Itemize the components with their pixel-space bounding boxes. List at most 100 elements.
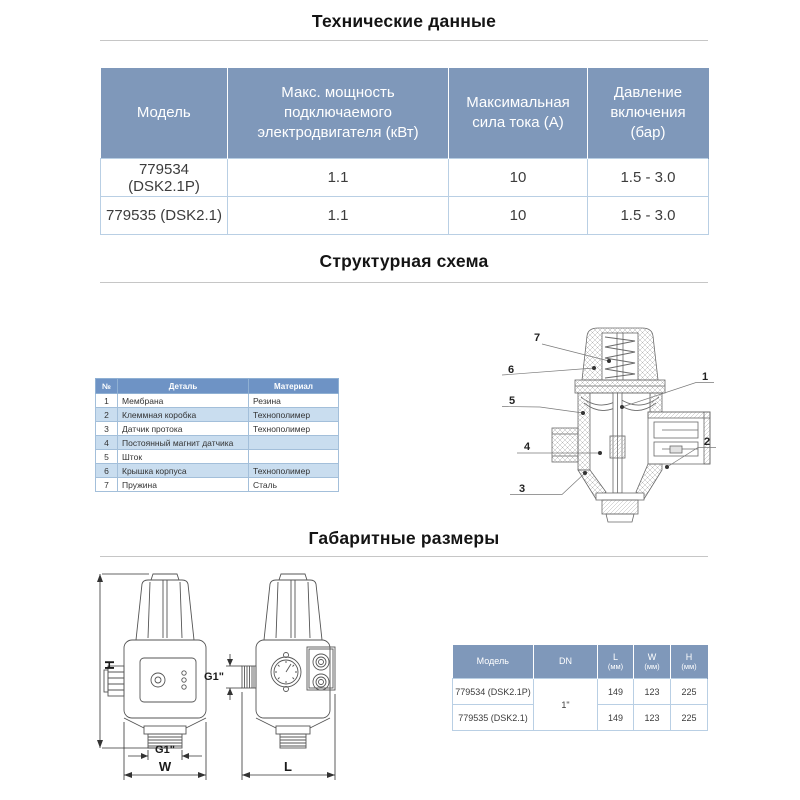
dimension-labels: H G1" W G1" L (102, 660, 292, 774)
tech-header-current: Максимальная сила тока (А) (448, 68, 588, 159)
parts-header-part: Деталь (117, 378, 249, 394)
size-header-h: H (мм) (670, 645, 708, 679)
l-cell: 149 (597, 704, 634, 731)
part-material: Резина (248, 393, 339, 408)
part-name: Мембрана (117, 393, 249, 408)
parts-header-material: Материал (248, 378, 339, 394)
part-num: 2 (95, 407, 118, 422)
dimension-h-label: H (102, 660, 117, 669)
size-header-w: W (мм) (633, 645, 671, 679)
callout-dots (581, 359, 669, 475)
size-header-l-unit: (мм) (607, 661, 624, 671)
callout-2: 2 (704, 436, 710, 448)
part-num: 1 (95, 393, 118, 408)
part-material: Сталь (248, 477, 339, 492)
table-header-row: Модель Макс. мощность подключаемого элек… (100, 68, 709, 159)
part-num: 4 (95, 435, 118, 450)
current-cell: 10 (448, 196, 588, 235)
pressure-cell: 1.5 - 3.0 (587, 158, 709, 197)
table-header-row: Модель DN L (мм) W (мм) H (мм) (452, 645, 708, 679)
callout-numbers: 7 6 5 4 3 1 2 (508, 332, 710, 495)
part-name: Шток (117, 449, 249, 464)
dimension-arrows (97, 574, 335, 778)
valve-body-drawing (551, 327, 711, 523)
h-cell: 225 (670, 704, 708, 731)
part-name: Постоянный магнит датчика (117, 435, 249, 450)
table-row: 779535 (DSK2.1) 149 123 225 (452, 704, 708, 731)
size-header-dn: DN (533, 645, 598, 679)
part-num: 6 (95, 463, 118, 478)
table-row: 779534 (DSK2.1P) 1.1 10 1.5 - 3.0 (100, 158, 709, 197)
divider (100, 556, 708, 557)
callout-5: 5 (509, 395, 515, 407)
dimension-g1-side-label: G1" (204, 671, 224, 683)
power-cell: 1.1 (227, 158, 449, 197)
size-header-h-unit: (мм) (681, 661, 697, 671)
part-material (248, 449, 339, 464)
table-row: 2 Клеммная коробка Технополимер (95, 407, 339, 422)
tech-header-pressure: Давление включения (бар) (587, 68, 709, 159)
w-cell: 123 (633, 678, 671, 705)
divider (100, 40, 708, 41)
callout-4: 4 (524, 441, 531, 453)
parts-list-table: № Деталь Материал 1 Мембрана Резина 2 Кл… (95, 378, 339, 492)
callout-1: 1 (702, 371, 708, 383)
section-title-structural: Структурная схема (319, 251, 489, 271)
part-num: 5 (95, 449, 118, 464)
dimension-w-label: W (159, 759, 172, 774)
part-name: Клеммная коробка (117, 407, 249, 422)
size-header-w-unit: (мм) (644, 661, 660, 671)
table-row: 1 Мембрана Резина (95, 393, 339, 408)
current-cell: 10 (448, 158, 588, 197)
dimension-g1-bottom-label: G1" (155, 744, 175, 756)
table-row: 779534 (DSK2.1P) 1" 149 123 225 (452, 678, 708, 731)
dn-cell: 1" (533, 678, 598, 731)
front-view-drawing (103, 573, 207, 749)
pressure-cell: 1.5 - 3.0 (587, 196, 709, 235)
section-title-dimensions: Габаритные размеры (308, 528, 500, 548)
part-name: Крышка корпуса (117, 463, 249, 478)
divider (100, 282, 708, 283)
part-material: Технополимер (248, 463, 339, 478)
callout-6: 6 (508, 364, 514, 376)
valve-cross-section-diagram: 7 6 5 4 3 1 2 (501, 327, 716, 523)
model-cell: 779534 (DSK2.1P) (452, 678, 534, 705)
w-cell: 123 (633, 704, 671, 731)
parts-header-num: № (95, 378, 118, 394)
callout-3: 3 (519, 483, 525, 495)
size-header-l-letter: L (612, 652, 618, 663)
callout-7: 7 (534, 332, 540, 344)
h-cell: 225 (670, 678, 708, 705)
part-num: 3 (95, 421, 118, 436)
size-header-h-letter: H (685, 652, 693, 663)
table-row: 4 Постоянный магнит датчика (95, 435, 339, 450)
part-material: Технополимер (248, 407, 339, 422)
size-header-model: Модель (452, 645, 534, 679)
model-cell: 779535 (DSK2.1) (100, 196, 228, 235)
section-title-technical: Технические данные (311, 11, 497, 31)
side-view-drawing (241, 573, 336, 749)
table-row: 7 Пружина Сталь (95, 477, 339, 492)
size-header-w-letter: W (647, 652, 657, 663)
callout-leader-lines (501, 343, 716, 495)
part-name: Пружина (117, 477, 249, 492)
dimension-drawings: H G1" W G1" L (97, 573, 336, 780)
table-header-row: № Деталь Материал (95, 378, 339, 394)
tech-header-power: Макс. мощность подключаемого электродвиг… (227, 68, 449, 159)
power-cell: 1.1 (227, 196, 449, 235)
part-material: Технополимер (248, 421, 339, 436)
part-material (248, 435, 339, 450)
size-header-l: L (мм) (597, 645, 634, 679)
model-cell: 779535 (DSK2.1) (452, 704, 534, 731)
part-name: Датчик протока (117, 421, 249, 436)
l-cell: 149 (597, 678, 634, 705)
size-table: Модель DN L (мм) W (мм) H (мм) 779534 (D… (452, 645, 708, 731)
tech-header-model: Модель (100, 68, 228, 159)
dimension-lines (99, 573, 336, 780)
model-cell: 779534 (DSK2.1P) (100, 158, 228, 197)
part-num: 7 (95, 477, 118, 492)
dimension-l-label: L (284, 759, 292, 774)
table-row: 5 Шток (95, 449, 339, 464)
table-row: 3 Датчик протока Технополимер (95, 421, 339, 436)
